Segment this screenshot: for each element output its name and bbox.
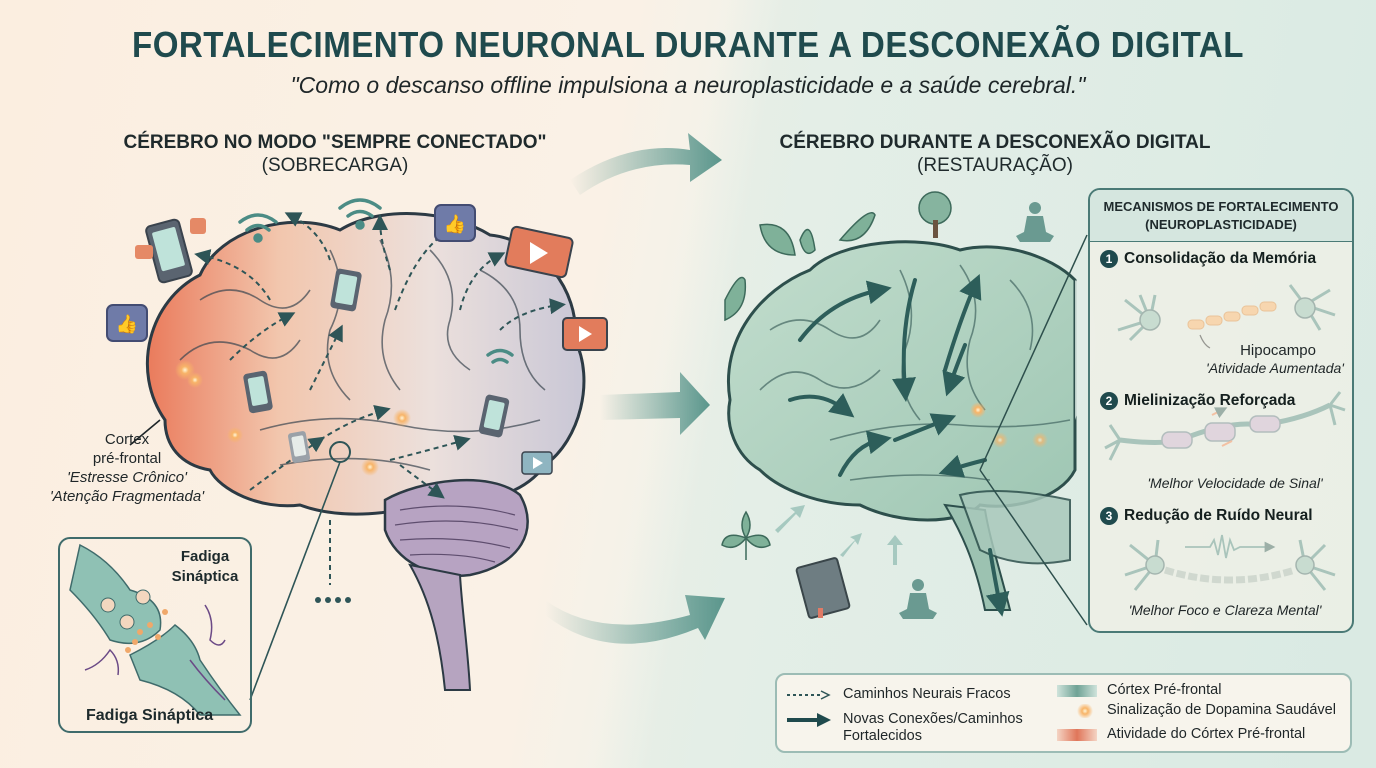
right-section-heading: CÉREBRO DURANTE A DESCONEXÃO DIGITAL (RE… bbox=[760, 132, 1230, 177]
prefrontal-cortex-annotation: Cortex pré-frontal 'Estresse Crônico' 'A… bbox=[42, 430, 212, 506]
hippocampus-label: Hipocampo bbox=[1240, 342, 1316, 359]
faint-arrow-icon bbox=[775, 505, 903, 565]
solid-arrow-icon bbox=[787, 713, 831, 727]
mechanism-2-label: Mielinização Reforçada bbox=[1124, 392, 1296, 409]
meditation-icon bbox=[899, 202, 1054, 619]
mechanisms-panel: MECANISMOS DE FORTALECIMENTO (NEUROPLAST… bbox=[1088, 188, 1354, 633]
legend-label: Sinalização de Dopamina Saudável bbox=[1107, 702, 1336, 718]
book-icon bbox=[795, 557, 851, 619]
synapse-illustration bbox=[69, 543, 242, 716]
legend-label: Caminhos Neurais Fracos bbox=[843, 686, 1011, 702]
thumbs-up-icon: 👍 👍 bbox=[106, 204, 476, 342]
mechanism-1-title: 1 Consolidação da Memória bbox=[1100, 250, 1316, 268]
page-subtitle: "Como o descanso offline impulsiona a ne… bbox=[290, 72, 1086, 98]
annot-line-4: 'Atenção Fragmentada' bbox=[49, 488, 205, 505]
mechanisms-heading-line1: MECANISMOS DE FORTALECIMENTO bbox=[1103, 199, 1339, 214]
dotted-arrow-icon bbox=[787, 689, 831, 700]
annot-line-3: 'Estresse Crônico' bbox=[67, 469, 187, 486]
mechanism-3-label: Redução de Ruído Neural bbox=[1124, 507, 1313, 524]
annot-line-1: Cortex bbox=[104, 431, 150, 448]
wifi-icon bbox=[238, 198, 514, 364]
orange-glow-icon bbox=[1057, 703, 1097, 718]
mechanism-3-caption: 'Melhor Foco e Clareza Mental' bbox=[1128, 602, 1322, 618]
mechanisms-heading: MECANISMOS DE FORTALECIMENTO (NEUROPLAST… bbox=[1090, 190, 1352, 242]
number-badge: 1 bbox=[1100, 250, 1118, 268]
legend-item-prefrontal-cortex: Córtex Pré-frontal bbox=[1057, 682, 1221, 699]
left-heading-subtitle: (SOBRECARGA) bbox=[261, 155, 409, 176]
legend-item-dopamine: Sinalização de Dopamina Saudável bbox=[1057, 702, 1336, 719]
restored-brain bbox=[727, 234, 1096, 626]
sprout-icon bbox=[721, 510, 771, 560]
svg-text:👍: 👍 bbox=[444, 213, 466, 234]
legend-item-pfc-activity: Atividade do Córtex Pré-frontal bbox=[1057, 726, 1305, 743]
mechanism-1-label: Consolidação da Memória bbox=[1124, 250, 1317, 267]
mechanism-1-caption: 'Atividade Aumentada' bbox=[1206, 360, 1344, 376]
mechanism-2-title: 2 Mielinização Reforçada bbox=[1100, 392, 1295, 410]
mechanism-2-caption: 'Melhor Velocidade de Sinal' bbox=[1147, 475, 1323, 491]
smartphone-icon bbox=[243, 268, 510, 463]
legend-label: Córtex Pré-frontal bbox=[1107, 682, 1222, 698]
smartphone-icon bbox=[145, 218, 193, 284]
left-section-heading: CÉREBRO NO MODO "SEMPRE CONECTADO" (SOBR… bbox=[100, 132, 570, 177]
dots-icon bbox=[315, 597, 351, 603]
transition-arrows bbox=[545, 133, 725, 644]
video-play-icon bbox=[504, 225, 608, 475]
legend: Caminhos Neurais Fracos Novas Conexões/C… bbox=[775, 673, 1352, 753]
red-swatch-icon bbox=[1057, 728, 1097, 741]
tree-icon bbox=[918, 191, 952, 238]
annot-line-2: pré-frontal bbox=[92, 450, 162, 467]
teal-swatch-icon bbox=[1057, 684, 1097, 697]
mechanisms-heading-line2: (NEUROPLASTICIDADE) bbox=[1145, 217, 1297, 232]
chat-bubble-icon bbox=[135, 218, 206, 259]
legend-label: Novas Conexões/Caminhos Fortalecidos bbox=[843, 711, 1023, 744]
number-badge: 2 bbox=[1100, 392, 1118, 410]
inset-title-bottom: Fadiga Sináptica bbox=[86, 707, 214, 724]
number-badge: 3 bbox=[1100, 507, 1118, 525]
leaf-icon bbox=[724, 212, 876, 322]
right-heading-subtitle: (RESTAURAÇÃO) bbox=[917, 155, 1073, 176]
synaptic-fatigue-inset: Fadiga Sináptica Fadiga Sináptica bbox=[58, 537, 252, 733]
legend-item-weak-paths: Caminhos Neurais Fracos bbox=[787, 686, 1011, 703]
page-title: FORTALECIMENTO NEURONAL DURANTE A DESCON… bbox=[132, 24, 1244, 65]
svg-text:👍: 👍 bbox=[116, 313, 138, 334]
legend-label: Atividade do Córtex Pré-frontal bbox=[1107, 726, 1306, 742]
right-heading-title: CÉREBRO DURANTE A DESCONEXÃO DIGITAL bbox=[779, 132, 1211, 153]
legend-item-new-connections: Novas Conexões/Caminhos Fortalecidos bbox=[787, 711, 1023, 745]
inset-title-top: Fadiga Sináptica bbox=[171, 548, 239, 585]
mechanism-3-title: 3 Redução de Ruído Neural bbox=[1100, 507, 1313, 525]
left-heading-title: CÉREBRO NO MODO "SEMPRE CONECTADO" bbox=[123, 132, 547, 153]
